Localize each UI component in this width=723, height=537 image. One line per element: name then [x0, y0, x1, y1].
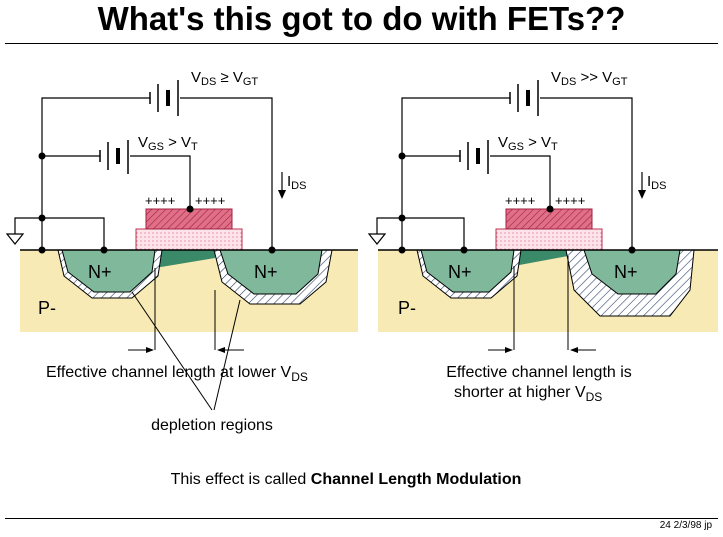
right-substrate-label: P- — [398, 298, 416, 318]
right-gate-charges-b: ++++ — [555, 193, 585, 208]
left-marker-left-arrow-icon — [217, 347, 225, 353]
right-marker-left-arrow-icon — [570, 347, 578, 353]
left-drain-label: N+ — [254, 262, 278, 282]
right-vgs-battery-icon — [459, 140, 489, 174]
left-ids-arrow-icon — [278, 190, 286, 199]
left-ids-label: IDS — [287, 173, 306, 192]
right-source-label: N+ — [448, 262, 472, 282]
left-substrate-label: P- — [38, 298, 56, 318]
right-ids-arrow-icon — [638, 190, 646, 199]
footer-page-info: 24 2/3/98 jp — [659, 520, 712, 531]
right-gate-oxide — [495, 228, 603, 251]
title-divider — [5, 43, 718, 44]
depletion-regions-label: depletion regions — [151, 417, 273, 434]
left-channel-label: Effective channel length at lower VDS — [46, 364, 308, 384]
left-gate-oxide — [135, 228, 243, 251]
right-vds-battery-icon — [509, 80, 539, 116]
right-channel-label-line1: Effective channel length is — [446, 364, 632, 381]
left-vds-battery-icon — [149, 80, 179, 116]
right-gate-charges-a: ++++ — [505, 193, 535, 208]
right-vds-label: VDS >> VGT — [551, 69, 628, 88]
right-ids-label: IDS — [647, 173, 666, 192]
right-ground-icon — [367, 233, 387, 245]
right-marker-right-arrow-icon — [505, 347, 513, 353]
left-vgs-label: VGS > VT — [138, 134, 198, 153]
left-gate-charges-b: ++++ — [195, 193, 225, 208]
left-vds-label: VDS ≥ VGT — [191, 69, 258, 88]
left-channel — [155, 250, 215, 268]
right-vgs-label: VGS > VT — [498, 134, 558, 153]
right-channel — [514, 250, 568, 266]
left-gate-charges-a: ++++ — [145, 193, 175, 208]
right-channel-label-line2: shorter at higher VDS — [454, 384, 602, 404]
left-transistor — [5, 80, 358, 411]
right-transistor — [367, 80, 718, 353]
left-ground-icon — [5, 233, 25, 245]
caption: This effect is called Channel Length Mod… — [171, 471, 522, 488]
right-drain-label: N+ — [614, 262, 638, 282]
footer-divider — [5, 518, 718, 519]
left-vgs-battery-icon — [99, 140, 129, 174]
left-marker-right-arrow-icon — [146, 347, 154, 353]
left-source-label: N+ — [88, 262, 112, 282]
page-title: What's this got to do with FETs?? — [97, 0, 626, 37]
